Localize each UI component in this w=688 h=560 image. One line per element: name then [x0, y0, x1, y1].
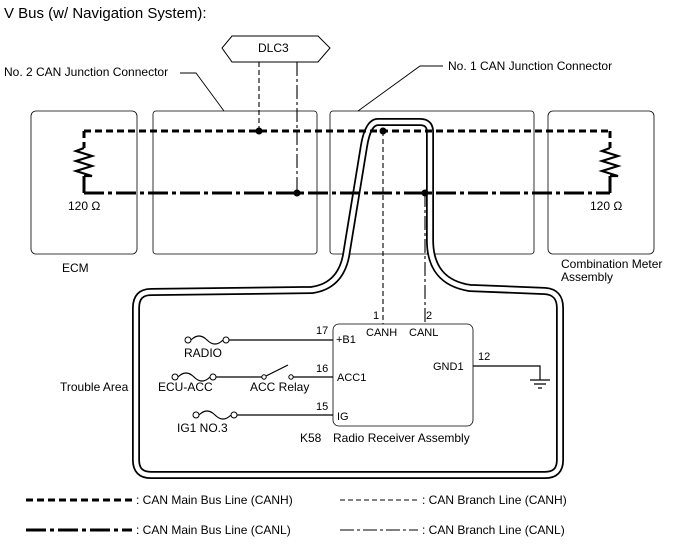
no2-junction-label: No. 2 CAN Junction Connector	[4, 65, 168, 79]
ecu-acc-fuse-label: ECU-ACC	[158, 380, 213, 394]
no1-junction-leader	[357, 65, 443, 112]
pin-acc1-number: 16	[316, 363, 328, 375]
legend-main-canl-label: : CAN Main Bus Line (CANL)	[136, 523, 291, 537]
dlc3-canh-splice	[255, 127, 263, 135]
radio-receiver-code: K58	[300, 431, 322, 445]
legend-branch-canh-label: : CAN Branch Line (CANH)	[422, 493, 567, 507]
diagram-title: V Bus (w/ Navigation System):	[4, 5, 207, 22]
combination-meter-box	[547, 110, 655, 255]
pin-ig-number: 15	[316, 401, 328, 413]
radio-canl-splice	[421, 189, 429, 197]
pin-canh-label: CANH	[366, 327, 397, 339]
no2-junction-leader	[180, 72, 225, 112]
dlc3-label: DLC3	[258, 41, 289, 55]
pin-ig-label: IG	[337, 411, 349, 423]
pin-canh-number: 1	[373, 310, 379, 322]
radio-fuse-terminal-right	[222, 336, 230, 344]
ground-icon	[530, 379, 550, 389]
acc-relay-switch-icon	[265, 364, 289, 377]
pin-gnd1-number: 12	[478, 351, 490, 363]
ig1-fuse-terminal-left	[192, 411, 200, 419]
pin-acc1-label: ACC1	[337, 372, 366, 384]
radio-fuse-terminal-left	[184, 336, 192, 344]
pin-canl-number: 2	[426, 310, 432, 322]
radio-fuse-label: RADIO	[184, 346, 222, 360]
ecm-label: ECM	[62, 261, 89, 275]
legend-branch-canl-label: : CAN Branch Line (CANL)	[422, 523, 565, 537]
radio-receiver-label: Radio Receiver Assembly	[333, 431, 470, 445]
combination-meter-label-line1: Combination Meter	[561, 257, 662, 271]
acc-relay-contact-left	[261, 374, 267, 380]
ecm-resistor-label: 120 Ω	[68, 199, 100, 213]
pin-gnd1-label: GND1	[433, 361, 464, 373]
meter-resistor-label: 120 Ω	[590, 199, 622, 213]
acc-relay-label: ACC Relay	[250, 380, 309, 394]
acc-relay-contact-right	[288, 374, 294, 380]
legend-main-canh-label: : CAN Main Bus Line (CANH)	[136, 493, 293, 507]
pin-b1-label: +B1	[336, 334, 356, 346]
dlc3-connector	[221, 35, 331, 63]
ecu-acc-fuse-icon	[177, 372, 211, 382]
pin-canl-label: CANL	[409, 327, 438, 339]
radio-receiver-box	[332, 323, 474, 427]
trouble-area-outline-inner	[133, 119, 563, 478]
ig1-fuse-label: IG1 NO.3	[177, 421, 228, 435]
combination-meter-label-line2: Assembly	[561, 270, 613, 284]
meter-termination-resistor	[598, 146, 622, 178]
ig1-fuse-icon	[198, 410, 232, 420]
no2-junction-box	[152, 110, 318, 255]
ig1-fuse-terminal-right	[230, 411, 238, 419]
dlc3-canl-splice	[293, 189, 301, 197]
radio-fuse-icon	[190, 335, 224, 345]
pin-b1-number: 17	[316, 325, 328, 337]
ecm-termination-resistor	[72, 146, 96, 178]
trouble-area-label: Trouble Area	[60, 380, 129, 394]
no1-junction-label: No. 1 CAN Junction Connector	[448, 59, 612, 73]
gnd1-wire	[473, 365, 541, 380]
radio-canh-splice	[379, 127, 387, 135]
